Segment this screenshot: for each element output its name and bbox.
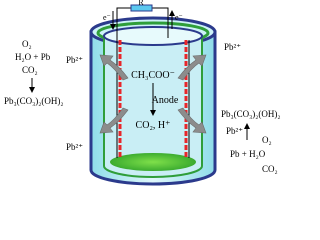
left-reactant-o2: O₂ — [22, 39, 32, 49]
microbial-fuel-cell-diagram: R e⁻ e⁻ CH₃COO⁻ Anode CO₂, H⁺ O₂ H₂O + P… — [4, 0, 281, 186]
curved-arrow-bottom-left — [99, 107, 129, 134]
ion-flow-arrows — [99, 54, 207, 134]
bottom-electrode — [110, 153, 196, 171]
external-circuit — [116, 7, 169, 40]
electron-label-left: e⁻ — [103, 13, 111, 22]
electron-label-right: e⁻ — [175, 13, 183, 22]
right-product: Pb₃(CO₃)₂(OH)₂ — [221, 109, 281, 119]
ion-bottom-right: Pb²⁺ — [226, 126, 243, 136]
ion-bottom-left: Pb²⁺ — [66, 142, 83, 152]
resistor — [130, 4, 153, 12]
ion-top-right: Pb²⁺ — [224, 42, 241, 52]
left-product: Pb₃(CO₃)₂(OH)₂ — [4, 96, 64, 106]
right-reactant-pb-h2o: Pb + H₂O — [230, 149, 266, 159]
curved-arrow-top-left — [99, 54, 129, 81]
resistor-label: R — [138, 0, 144, 7]
curved-arrow-bottom-right — [177, 107, 207, 134]
anode-products: CO₂, H⁺ — [136, 120, 171, 131]
left-reactant-h2o-pb: H₂O + Pb — [15, 52, 51, 62]
curved-arrow-top-right — [177, 54, 207, 81]
anode-label: Anode — [152, 95, 179, 106]
right-reactant-co2: CO₂ — [262, 164, 278, 174]
anode-reactant: CH₃COO⁻ — [131, 70, 175, 81]
right-reactant-o2: O₂ — [262, 135, 272, 145]
left-reactant-co2: CO₂ — [22, 65, 38, 75]
ion-top-left: Pb²⁺ — [66, 55, 83, 65]
